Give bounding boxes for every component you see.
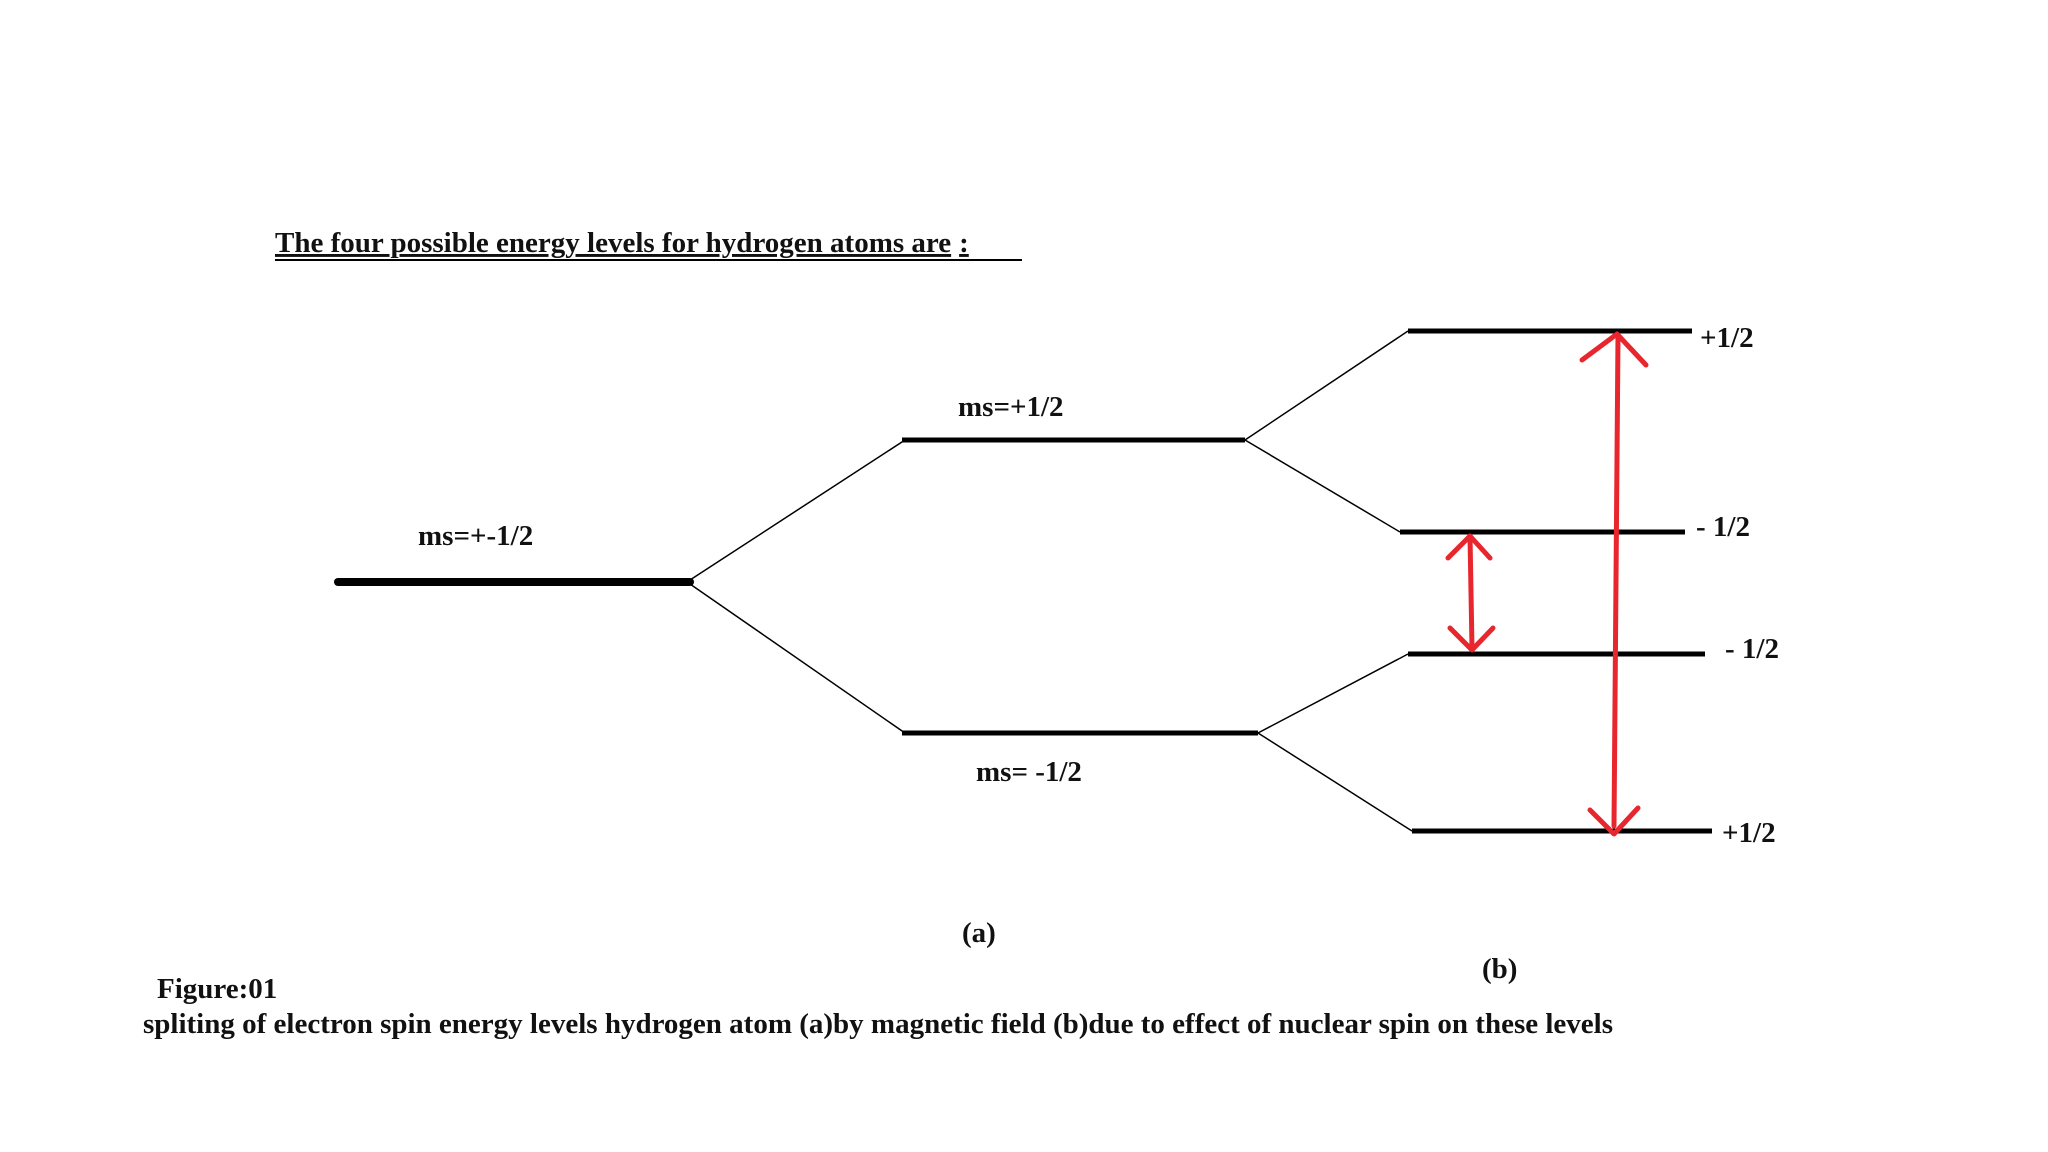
figure-number: Figure:01 [157,973,277,1005]
panel-label-b: (b) [1482,953,1517,985]
connector-initial-upper [689,439,906,581]
connector-upper-split1 [1244,330,1409,441]
transition-arrow-long [1579,331,1649,837]
level-split-1-label: +1/2 [1700,322,1754,354]
transition-arrow-short [1445,533,1496,653]
level-split-2-label: - 1/2 [1696,511,1750,543]
level-initial-label: ms=+-1/2 [418,520,533,552]
level-upper-label: ms=+1/2 [958,391,1064,423]
panel-label-a: (a) [962,917,996,949]
level-split-4-label: +1/2 [1722,817,1776,849]
connector-lower-split3 [1257,653,1409,734]
figure-caption: spliting of electron spin energy levels … [143,1008,1613,1040]
connector-initial-lower [689,583,906,734]
connector-lower-split4 [1257,732,1413,832]
diagram-title: The four possible energy levels for hydr… [275,227,969,259]
level-lower-label: ms= -1/2 [976,756,1082,788]
level-split-3-label: - 1/2 [1725,633,1779,665]
connector-upper-split2 [1244,439,1401,533]
